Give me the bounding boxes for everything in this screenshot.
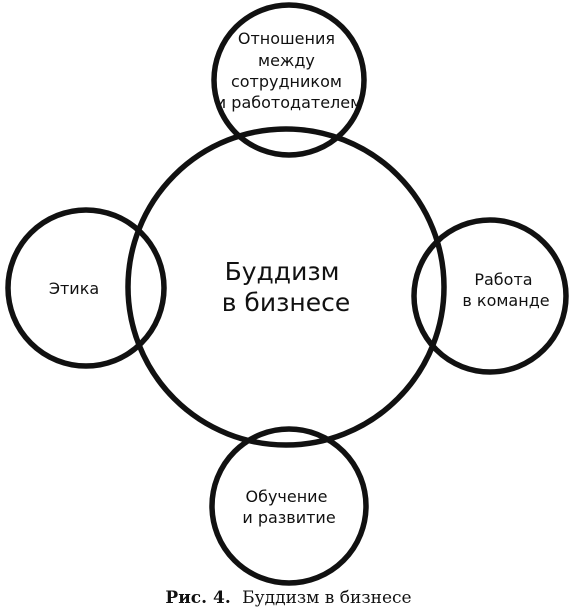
right-label-line-1: Работа <box>474 270 532 289</box>
top-label-line-3: сотрудником <box>231 72 342 91</box>
bottom-circle <box>209 426 369 586</box>
center-circle <box>125 126 447 448</box>
left-label-line-1: Этика <box>49 279 99 298</box>
right-circle <box>411 217 569 375</box>
figure-title: Буддизм в бизнесе <box>242 588 412 608</box>
center-label-line-2: в бизнесе <box>222 288 351 317</box>
top-circle <box>211 2 367 158</box>
buddhism-business-diagram: Буддизм в бизнесе Отношения между сотруд… <box>5 2 569 586</box>
bottom-label-line-2: и развитие <box>242 508 335 527</box>
figure-caption: Рис. 4. Буддизм в бизнесе <box>0 588 577 608</box>
bottom-label: Обучение и развитие <box>242 487 335 527</box>
top-label: Отношения между сотрудником и работодате… <box>216 29 362 112</box>
left-label: Этика <box>49 279 99 298</box>
top-label-line-1: Отношения <box>238 29 335 48</box>
right-label-line-2: в команде <box>462 291 549 310</box>
bottom-label-line-1: Обучение <box>245 487 327 506</box>
right-label: Работа в команде <box>462 270 549 310</box>
figure-number: Рис. 4. <box>165 588 231 608</box>
left-circle <box>5 207 167 369</box>
center-label-line-1: Буддизм <box>225 257 340 286</box>
top-label-line-2: между <box>258 51 315 70</box>
center-label: Буддизм в бизнесе <box>222 257 351 317</box>
top-label-line-4: и работодателем <box>216 93 362 112</box>
